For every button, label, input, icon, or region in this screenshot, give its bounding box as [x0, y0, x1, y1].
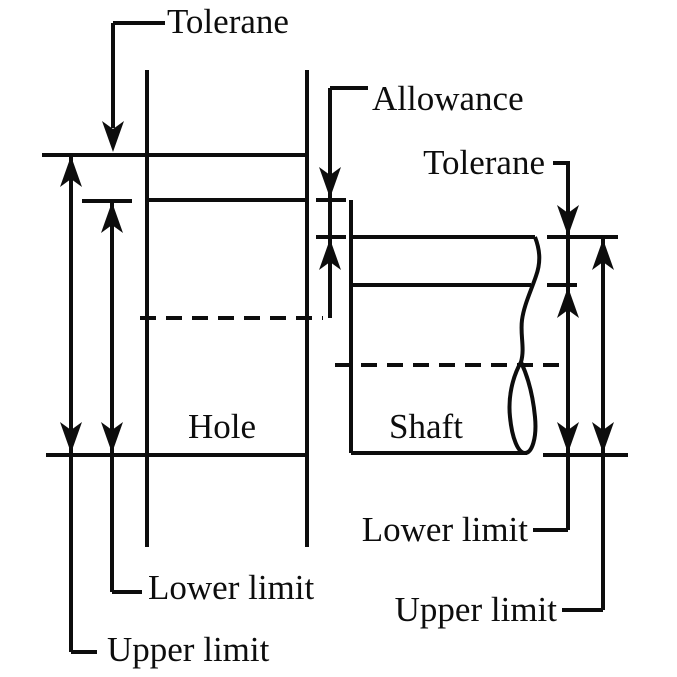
shaft-upper-limit-dimension	[562, 239, 614, 612]
hole-upper-limit-label: Upper limit	[107, 630, 270, 669]
arrow-down-icon	[102, 121, 124, 152]
shaft-break-line	[507, 236, 542, 456]
hole-lower-limit-dimension	[101, 202, 142, 594]
shaft-outline	[335, 200, 628, 457]
arrow-down-icon	[319, 167, 341, 198]
diagram-labels: Tolerane Allowance Tolerane Hole Shaft L…	[107, 2, 557, 669]
arrow-up-icon	[101, 202, 123, 233]
arrow-up-icon	[557, 287, 579, 318]
arrow-up-icon	[592, 239, 614, 270]
shaft-tolerance-label: Tolerane	[423, 143, 545, 182]
hole-outline	[42, 70, 323, 547]
hole-tolerance-callout	[102, 21, 165, 152]
shaft-lower-limit-label: Lower limit	[362, 510, 528, 549]
shaft-upper-limit-label: Upper limit	[395, 590, 558, 629]
shaft-tolerance-and-lower-limit-dimension	[533, 161, 579, 532]
hole-lower-limit-label: Lower limit	[148, 568, 314, 607]
arrow-up-icon	[319, 239, 341, 270]
arrow-down-icon	[557, 205, 579, 236]
hole-upper-limit-dimension	[60, 156, 97, 654]
arrow-up-icon	[60, 156, 82, 187]
allowance-label: Allowance	[372, 79, 524, 118]
allowance-dimension	[316, 86, 368, 318]
arrow-down-icon	[60, 422, 82, 453]
hole-label: Hole	[188, 407, 256, 446]
shaft-label: Shaft	[389, 407, 463, 446]
arrow-down-icon	[592, 422, 614, 453]
hole-tolerance-label: Tolerane	[167, 2, 289, 41]
arrow-down-icon	[557, 422, 579, 453]
arrow-down-icon	[101, 422, 123, 453]
